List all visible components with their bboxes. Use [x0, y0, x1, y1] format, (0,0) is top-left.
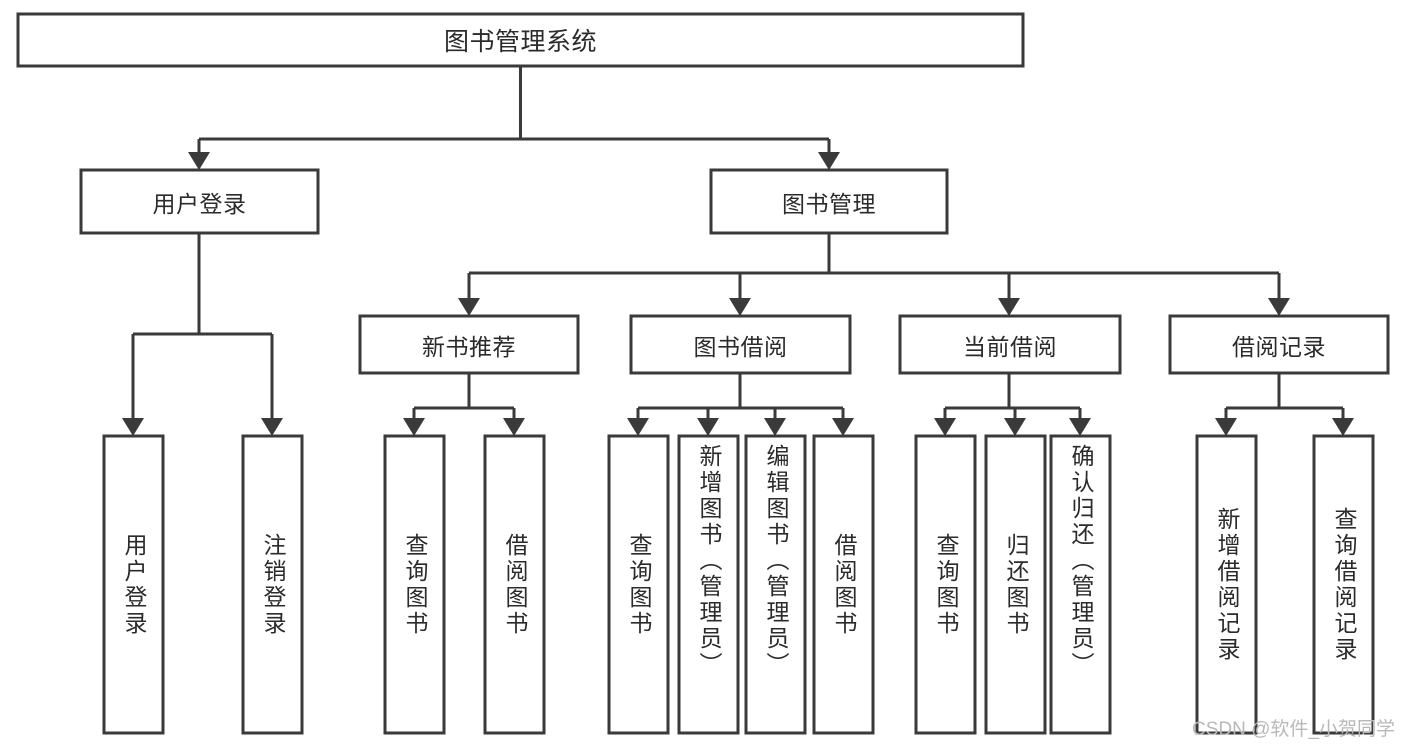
- connector-lines: [131, 66, 1345, 418]
- arrow-icon-new-book-leaf-2: [503, 418, 525, 436]
- node-box-leaf-borrow-2[interactable]: [677, 434, 740, 735]
- node-boxes: [16, 12, 1390, 735]
- arrow-icon-to-book-mgmt: [818, 152, 840, 170]
- arrow-icon-to-borrow: [729, 298, 751, 316]
- arrow-icon-borrow-leaf-4: [832, 418, 854, 436]
- node-box-leaf-current-3[interactable]: [1049, 434, 1112, 735]
- node-box-leaf-current-2[interactable]: [984, 434, 1047, 735]
- arrow-icon-record-leaf-2: [1332, 418, 1354, 436]
- arrow-icon-current-leaf-3: [1069, 418, 1091, 436]
- arrow-icon-user-login-leaf-1: [122, 418, 144, 436]
- arrow-heads: [122, 152, 1354, 436]
- node-box-user-login[interactable]: [79, 168, 320, 235]
- node-box-root[interactable]: [16, 12, 1025, 68]
- arrow-icon-borrow-leaf-3: [764, 418, 786, 436]
- node-box-current[interactable]: [898, 314, 1122, 375]
- node-box-record[interactable]: [1168, 314, 1390, 375]
- node-box-leaf-new-book-2[interactable]: [483, 434, 546, 735]
- node-box-leaf-record-2[interactable]: [1312, 434, 1375, 735]
- arrow-icon-record-leaf-1: [1215, 418, 1237, 436]
- node-box-leaf-new-book-1[interactable]: [383, 434, 446, 735]
- node-box-leaf-borrow-4[interactable]: [812, 434, 875, 735]
- arrow-icon-to-record: [1268, 298, 1290, 316]
- arrow-icon-user-login-leaf-2: [261, 418, 283, 436]
- arrow-icon-borrow-leaf-2: [697, 418, 719, 436]
- arrow-icon-current-leaf-1: [934, 418, 956, 436]
- arrow-icon-to-user-login: [188, 152, 210, 170]
- arrow-icon-new-book-leaf-1: [403, 418, 425, 436]
- node-box-leaf-current-1[interactable]: [914, 434, 977, 735]
- node-box-leaf-user-login-1[interactable]: [102, 434, 165, 735]
- node-box-borrow[interactable]: [629, 314, 852, 375]
- arrow-icon-to-new-book: [458, 298, 480, 316]
- arrow-icon-to-current: [998, 298, 1020, 316]
- arrow-icon-borrow-leaf-1: [627, 418, 649, 436]
- arrow-icon-current-leaf-2: [1004, 418, 1026, 436]
- node-box-new-book[interactable]: [358, 314, 580, 375]
- node-box-leaf-borrow-3[interactable]: [744, 434, 807, 735]
- node-box-leaf-record-1[interactable]: [1195, 434, 1258, 735]
- node-box-leaf-borrow-1[interactable]: [607, 434, 670, 735]
- node-box-book-mgmt[interactable]: [709, 168, 949, 235]
- node-box-leaf-user-login-2[interactable]: [241, 434, 304, 735]
